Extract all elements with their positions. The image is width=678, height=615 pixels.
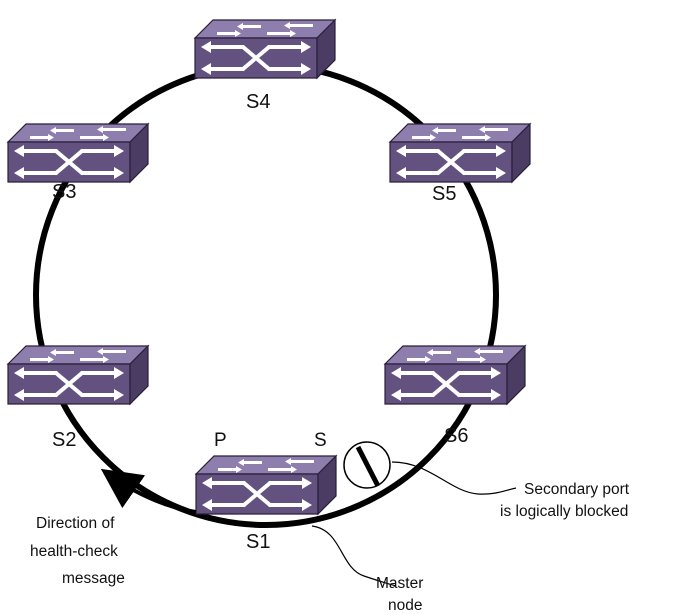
blocked-port-annotation-line2: is logically blocked (500, 503, 628, 520)
blocked-port-annotation-line1: Secondary port (524, 481, 630, 498)
switch-label-s1: S1 (246, 531, 270, 553)
switch-s4 (193, 18, 337, 80)
direction-annotation-line3: message (62, 570, 125, 587)
switch-s6 (383, 344, 527, 406)
switch-s1 (194, 454, 338, 516)
switch-label-s5: S5 (432, 183, 456, 205)
primary-port-label: P (214, 430, 227, 451)
switch-label-s4: S4 (246, 91, 270, 113)
secondary-port-label: S (314, 430, 327, 451)
master-node-leader (311, 525, 397, 587)
master-node-annotation-line2: node (388, 597, 422, 614)
switch-s5 (388, 122, 532, 184)
switch-s2 (6, 344, 150, 406)
direction-annotation-line2: health-check (30, 543, 118, 560)
direction-annotation-line1: Direction of (36, 515, 115, 532)
master-node-annotation-line1: Master (376, 575, 423, 592)
switch-label-s2: S2 (52, 429, 76, 451)
switch-s3 (6, 122, 150, 184)
switch-label-s3: S3 (52, 181, 76, 203)
switch-label-s6: S6 (444, 425, 468, 447)
blocked-port-icon (343, 441, 391, 489)
arrow-icon (100, 468, 197, 514)
blocked-port-leader (391, 461, 517, 495)
